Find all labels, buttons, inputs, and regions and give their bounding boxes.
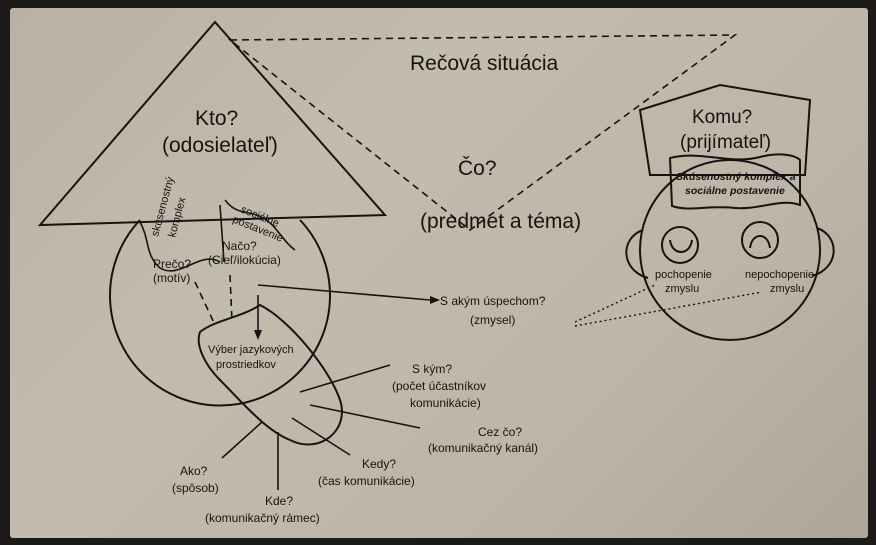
how-line: [221, 421, 263, 459]
success-arrow: [257, 284, 431, 301]
success-detail: (zmysel): [470, 313, 515, 327]
topic-subject: (predmet a téma): [420, 210, 581, 233]
understanding-label-2: zmyslu: [665, 283, 699, 295]
with-whom-question: S kým?: [412, 362, 452, 376]
misunderstanding-arrow: [574, 291, 763, 327]
topic-question: Čo?: [458, 157, 497, 180]
head-divider: [219, 204, 225, 263]
through-question: Cez čo?: [478, 425, 522, 439]
purpose-detail: (Cieľ/ilokúcia): [208, 253, 281, 267]
with-whom-line2: komunikácie): [410, 396, 481, 410]
when-detail: (čas komunikácie): [318, 474, 415, 488]
with-whom-line: [299, 364, 391, 393]
selection-line1: Výber jazykových: [208, 344, 294, 356]
where-detail: (komunikačný rámec): [205, 511, 320, 525]
when-question: Kedy?: [362, 457, 396, 471]
with-whom-line1: (počet účastníkov: [392, 379, 486, 393]
sender-triangle: [37, 20, 388, 227]
understanding-face: [661, 226, 699, 264]
smile-icon: [669, 239, 693, 253]
receiver-banner: [668, 153, 801, 210]
frown-icon: [749, 235, 771, 249]
receiver-left-ear: [625, 229, 649, 279]
situation-title: Rečová situácia: [410, 52, 559, 75]
misunderstanding-label-2: zmyslu: [770, 283, 804, 295]
paper-background: [10, 8, 868, 538]
sender-head: [109, 219, 331, 407]
why-arrow: [194, 281, 216, 326]
selection-line2: prostriedkov: [216, 359, 276, 371]
receiver-question: Komu?: [692, 107, 752, 128]
receiver-pentagon: [638, 83, 812, 176]
through-line: [309, 404, 421, 429]
success-arrowhead: [430, 296, 440, 304]
when-line: [291, 417, 351, 456]
how-question: Ako?: [180, 464, 208, 478]
receiver-right-ear: [811, 227, 835, 277]
how-detail: (spôsob): [172, 481, 219, 495]
why-label: Prečo?: [153, 257, 191, 271]
through-detail: (komunikačný kanál): [428, 441, 538, 455]
sender-role: (odosielateľ): [162, 134, 278, 157]
receiver-banner-line2: sociálne postavenie: [685, 185, 785, 197]
where-question: Kde?: [265, 494, 293, 508]
success-question: S akým úspechom?: [440, 294, 546, 308]
purpose-label: Načo?: [222, 239, 257, 253]
purpose-arrow: [229, 274, 233, 323]
experience-wave: [139, 221, 221, 272]
selection-bubble: [197, 303, 343, 446]
speech-situation-triangle: [227, 34, 738, 232]
social-wave: [224, 199, 296, 251]
down-arrowhead: [254, 330, 262, 340]
understanding-arrow: [574, 284, 656, 323]
sender-question: Kto?: [195, 107, 238, 130]
receiver-banner-line1: Skúsenostný komplex a: [676, 171, 796, 183]
misunderstanding-face: [741, 221, 779, 259]
understanding-label-1: pochopenie: [655, 269, 712, 281]
motive-label: (motív): [153, 271, 190, 285]
misunderstanding-label-1: nepochopenie: [745, 269, 814, 281]
receiver-role: (prijímateľ): [680, 132, 771, 153]
